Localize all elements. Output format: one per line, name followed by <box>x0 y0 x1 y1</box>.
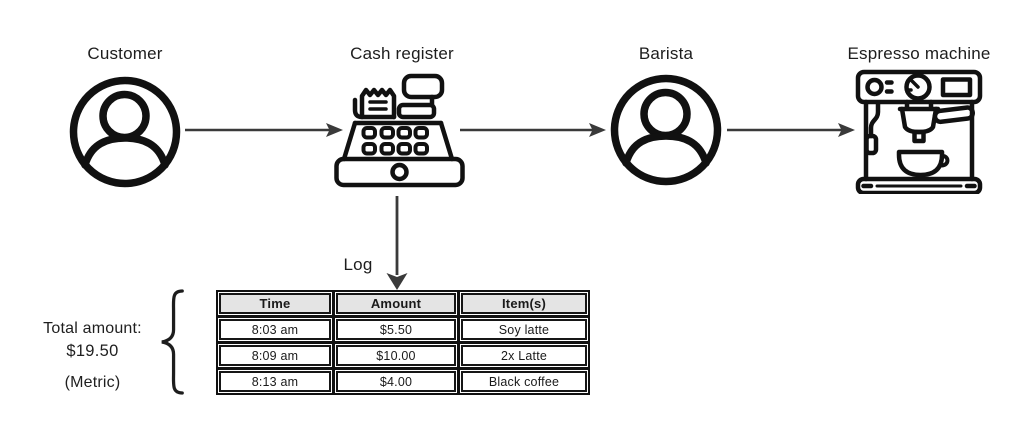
log-table-cell: Soy latte <box>460 318 588 341</box>
log-table-header-items: Item(s) <box>460 292 588 315</box>
arrow-cash-register-to-log <box>383 194 411 297</box>
cash-register-icon <box>333 68 467 195</box>
person-icon <box>610 74 722 186</box>
node-label-barista: Barista <box>638 44 694 63</box>
log-table-header-time: Time <box>218 292 332 315</box>
curly-brace-icon <box>154 288 186 401</box>
log-table-cell: $5.50 <box>335 318 457 341</box>
node-label-cash-register: Cash register <box>350 44 454 63</box>
log-table-cell: 8:09 am <box>218 344 332 367</box>
total-amount-value: $19.50 <box>66 342 119 360</box>
total-amount-label: Total amount: <box>43 320 142 337</box>
log-table-header-amount: Amount <box>335 292 457 315</box>
arrow-barista-to-espresso-machine <box>725 119 857 146</box>
espresso-machine-icon <box>855 68 983 194</box>
metric-caption: (Metric) <box>64 374 121 391</box>
person-icon <box>69 76 181 188</box>
log-table: Time Amount Item(s) 8:03 am $5.50 Soy la… <box>216 290 590 395</box>
node-label-espresso-machine: Espresso machine <box>847 44 991 63</box>
arrow-cash-register-to-barista <box>458 119 608 146</box>
node-label-customer: Customer <box>87 44 163 63</box>
metric-annotation: Total amount: $19.50 (Metric) <box>20 320 165 392</box>
arrow-customer-to-cash-register <box>183 119 345 146</box>
log-label: Log <box>343 255 373 274</box>
log-table-cell: 8:03 am <box>218 318 332 341</box>
log-table-cell: 2x Latte <box>460 344 588 367</box>
log-table-cell: 8:13 am <box>218 370 332 393</box>
log-table-cell: Black coffee <box>460 370 588 393</box>
log-table-cell: $4.00 <box>335 370 457 393</box>
log-table-cell: $10.00 <box>335 344 457 367</box>
